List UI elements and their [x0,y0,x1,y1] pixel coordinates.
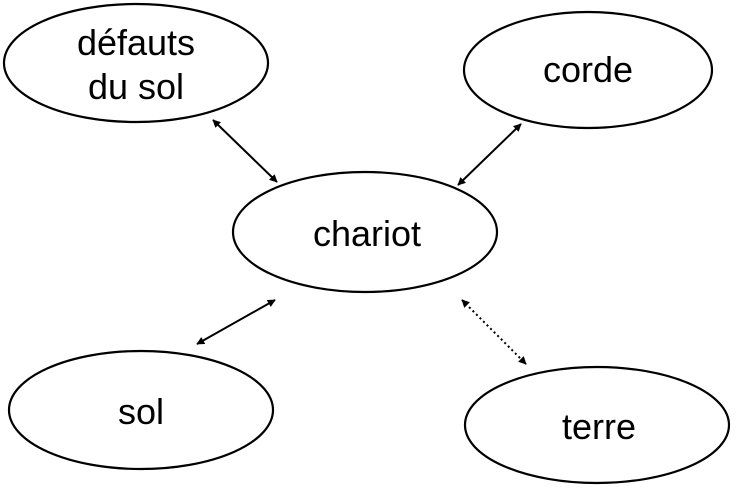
edge-chariot-terre [461,299,527,365]
edge-chariot-corde [457,123,522,186]
node-defauts-du-sol-shape [2,2,270,124]
node-sol-label: sol [118,391,164,432]
edge-chariot-defauts [212,119,278,183]
node-corde: corde [462,10,714,130]
node-chariot-shape [231,170,499,294]
node-chariot-label: chariot [313,213,421,254]
node-defauts-du-sol: défauts du sol [2,2,270,124]
node-sol-shape [7,349,275,471]
edge-chariot-sol [196,299,276,345]
node-terre-shape [463,365,731,485]
node-terre: terre [463,365,731,485]
node-corde-shape [462,10,714,130]
node-defauts-du-sol-label-line1: défauts [77,22,195,63]
node-chariot: chariot [231,170,499,294]
node-corde-label: corde [543,49,633,90]
node-terre-label: terre [562,406,636,447]
node-sol: sol [7,349,275,471]
node-defauts-du-sol-label-line2: du sol [88,66,184,107]
